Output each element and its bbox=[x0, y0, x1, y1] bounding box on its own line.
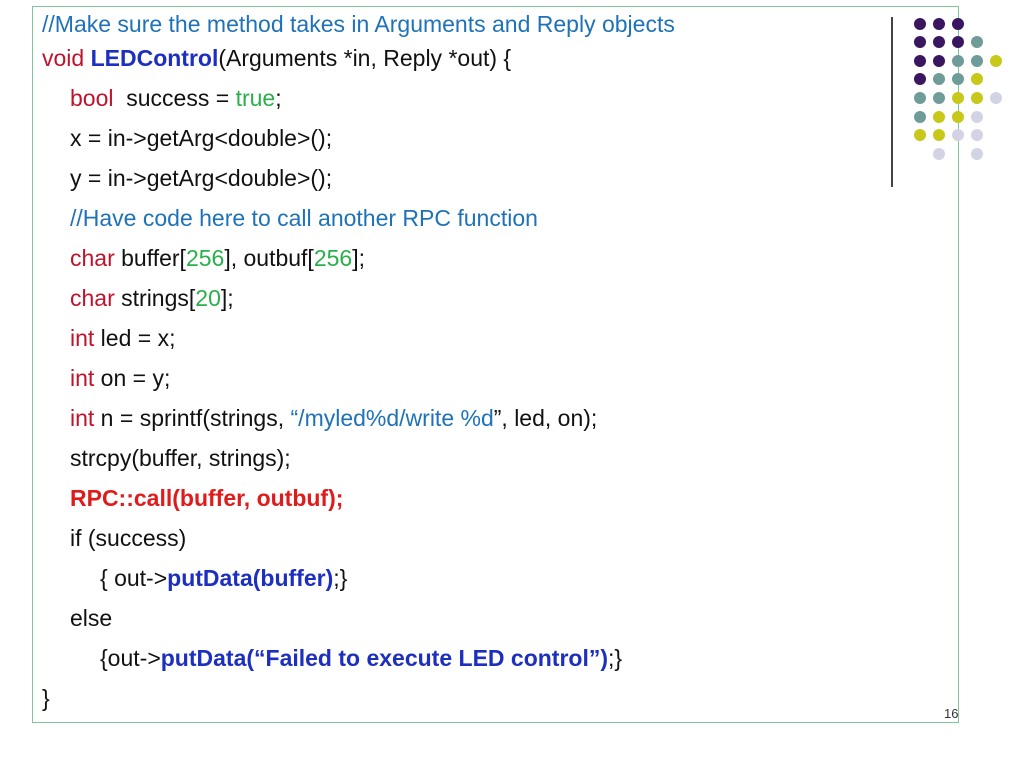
code-text: ;} bbox=[333, 565, 348, 591]
dot bbox=[952, 92, 964, 104]
keyword: char bbox=[70, 285, 115, 311]
literal: true bbox=[235, 85, 276, 111]
dot bbox=[971, 148, 983, 160]
dot bbox=[990, 92, 1002, 104]
code-text: ], outbuf[ bbox=[224, 245, 314, 271]
code-text: ]; bbox=[352, 245, 365, 271]
dot bbox=[933, 92, 945, 104]
code-line: int on = y; bbox=[70, 364, 170, 392]
code-text: ; bbox=[275, 85, 282, 111]
literal: 256 bbox=[313, 245, 353, 271]
keyword: int bbox=[70, 405, 95, 431]
dot bbox=[990, 55, 1002, 67]
dot bbox=[914, 36, 926, 48]
dot bbox=[914, 129, 926, 141]
code-text: { out-> bbox=[100, 565, 168, 591]
dot bbox=[933, 55, 945, 67]
dot bbox=[914, 18, 926, 30]
function-name: LEDControl bbox=[90, 45, 219, 71]
code-text: strings[ bbox=[114, 285, 196, 311]
code-line: {out->putData(“Failed to execute LED con… bbox=[100, 644, 622, 672]
keyword: char bbox=[70, 245, 115, 271]
dot bbox=[971, 73, 983, 85]
dot bbox=[952, 73, 964, 85]
code-line: x = in->getArg<double>(); bbox=[70, 125, 333, 151]
dot bbox=[933, 36, 945, 48]
dot bbox=[952, 36, 964, 48]
code-line: char strings[20]; bbox=[70, 284, 234, 312]
literal: 256 bbox=[185, 245, 225, 271]
string-literal: “/myled%d/write %d bbox=[290, 405, 494, 431]
code-line: { out->putData(buffer);} bbox=[100, 564, 347, 592]
dot bbox=[952, 18, 964, 30]
keyword: bool bbox=[70, 85, 114, 111]
dot bbox=[971, 92, 983, 104]
slide-frame bbox=[32, 6, 959, 723]
dot bbox=[933, 18, 945, 30]
dot bbox=[971, 129, 983, 141]
dot bbox=[952, 111, 964, 123]
code-line: y = in->getArg<double>(); bbox=[70, 165, 333, 191]
code-text: buffer[ bbox=[114, 245, 186, 271]
dot bbox=[971, 55, 983, 67]
keyword: int bbox=[70, 325, 95, 351]
code-line: else bbox=[70, 605, 113, 631]
method-call: putData(“Failed to execute LED control”) bbox=[160, 645, 609, 671]
dot bbox=[971, 36, 983, 48]
dot bbox=[933, 129, 945, 141]
code-line: bool success = true; bbox=[70, 84, 282, 112]
dot bbox=[933, 73, 945, 85]
dot bbox=[952, 55, 964, 67]
code-line-signature: void LEDControl(Arguments *in, Reply *ou… bbox=[42, 44, 511, 72]
dot bbox=[914, 73, 926, 85]
code-text: success = bbox=[113, 85, 236, 111]
code-text: led = x; bbox=[94, 325, 176, 351]
code-text: ”, led, on); bbox=[493, 405, 598, 431]
dot bbox=[914, 55, 926, 67]
dot bbox=[933, 111, 945, 123]
dot bbox=[971, 111, 983, 123]
code-line: int n = sprintf(strings, “/myled%d/write… bbox=[70, 404, 597, 432]
code-text: ]; bbox=[220, 285, 234, 311]
code-line: } bbox=[42, 685, 50, 711]
code-text: ;} bbox=[608, 645, 623, 671]
dot bbox=[914, 111, 926, 123]
code-comment: //Have code here to call another RPC fun… bbox=[70, 205, 538, 231]
code-text: (Arguments *in, Reply *out) { bbox=[218, 45, 512, 71]
keyword: void bbox=[42, 45, 85, 71]
code-line: char buffer[256], outbuf[256]; bbox=[70, 244, 365, 272]
divider-line bbox=[891, 17, 893, 187]
page-number: 16 bbox=[944, 706, 959, 721]
literal: 20 bbox=[195, 285, 221, 311]
code-text: n = sprintf(strings, bbox=[94, 405, 291, 431]
code-line: strcpy(buffer, strings); bbox=[70, 445, 291, 471]
code-text: {out-> bbox=[100, 645, 161, 671]
code-comment: //Make sure the method takes in Argument… bbox=[42, 11, 675, 37]
dot bbox=[914, 92, 926, 104]
code-line: if (success) bbox=[70, 525, 187, 551]
code-text: on = y; bbox=[94, 365, 171, 391]
keyword: int bbox=[70, 365, 95, 391]
code-line-highlight: RPC::call(buffer, outbuf); bbox=[70, 485, 344, 511]
dot bbox=[933, 148, 945, 160]
dot bbox=[952, 129, 964, 141]
code-line: int led = x; bbox=[70, 324, 175, 352]
method-call: putData(buffer) bbox=[167, 565, 334, 591]
